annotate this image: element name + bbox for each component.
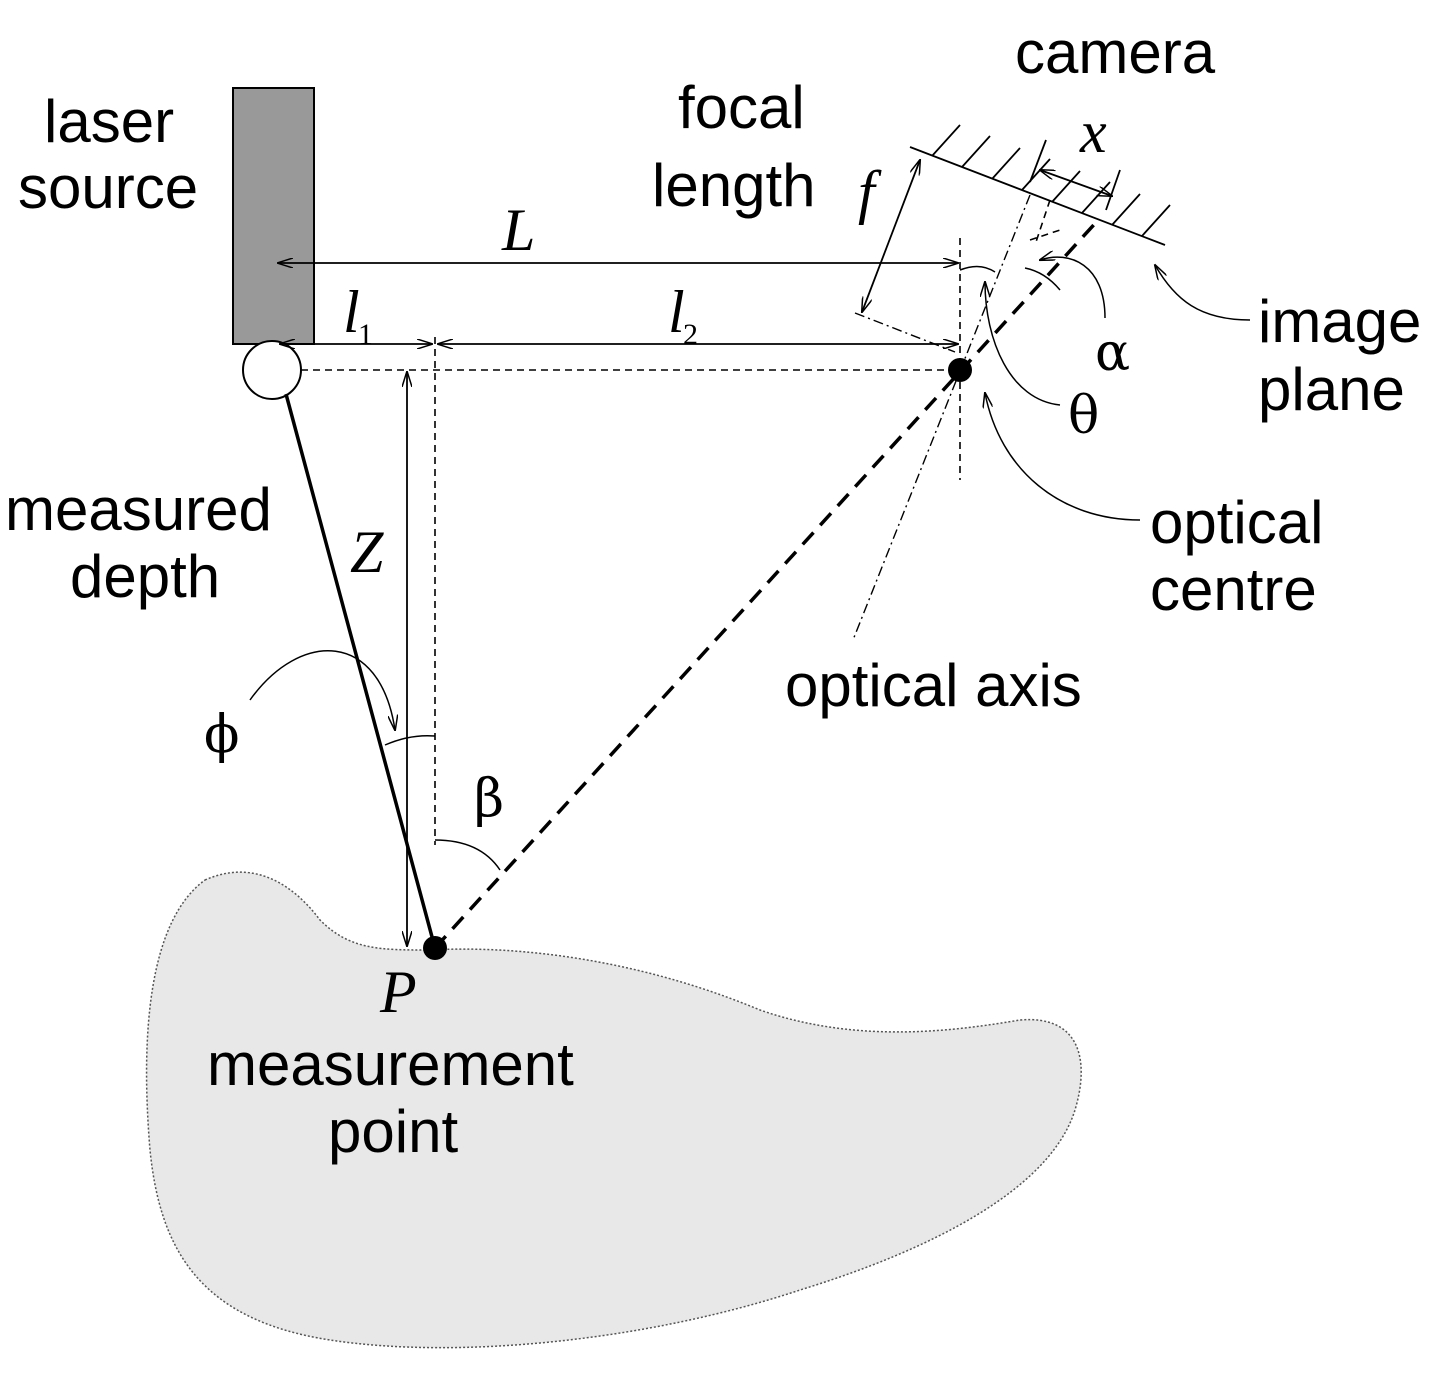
label-optical-axis: optical axis bbox=[785, 652, 1082, 719]
label-source: source bbox=[18, 154, 198, 221]
measured-surface bbox=[145, 871, 1082, 1349]
x-dimension bbox=[1040, 170, 1112, 196]
label-laser: laser bbox=[44, 88, 174, 155]
image-plane-leader bbox=[1155, 265, 1251, 321]
label-optical: optical bbox=[1150, 489, 1323, 556]
symbol-alpha: α bbox=[1095, 323, 1130, 383]
optical-centre-leader bbox=[985, 393, 1141, 521]
laser-beam bbox=[284, 393, 437, 949]
x-tick-left bbox=[1029, 139, 1047, 183]
symbol-f: f bbox=[858, 159, 882, 225]
alpha-leader bbox=[1040, 257, 1106, 319]
label-centre: centre bbox=[1150, 556, 1317, 623]
label-focal: focal bbox=[678, 74, 805, 141]
laser-source-body bbox=[232, 87, 315, 345]
phi-leader bbox=[249, 650, 395, 730]
symbol-l1: l bbox=[343, 279, 360, 345]
optical-centre-dot bbox=[948, 358, 972, 382]
symbol-x: x bbox=[1079, 99, 1107, 165]
laser-emitter bbox=[242, 340, 302, 400]
label-plane: plane bbox=[1258, 356, 1405, 423]
label-camera: camera bbox=[1015, 19, 1216, 86]
symbol-P: P bbox=[379, 959, 417, 1025]
symbol-phi: ϕ bbox=[204, 705, 239, 765]
optical-axis-line bbox=[852, 194, 1031, 641]
symbol-theta: θ bbox=[1068, 386, 1099, 446]
projection-mark-2 bbox=[1029, 229, 1061, 241]
theta-arc bbox=[959, 265, 996, 273]
label-length: length bbox=[652, 152, 815, 219]
symbol-l2-sub: 2 bbox=[683, 318, 698, 351]
phi-arc bbox=[384, 734, 436, 746]
x-tick-right bbox=[1105, 169, 1121, 211]
symbol-l2: l bbox=[668, 279, 685, 345]
label-measurement: measurement bbox=[207, 1031, 574, 1098]
label-image: image bbox=[1258, 288, 1421, 355]
theta-leader bbox=[985, 282, 1061, 406]
symbol-l1-sub: 1 bbox=[358, 318, 373, 351]
symbol-beta: β bbox=[474, 769, 504, 829]
projection-mark bbox=[1034, 199, 1051, 246]
beta-arc bbox=[434, 839, 501, 871]
measurement-point-dot bbox=[423, 936, 447, 960]
label-point: point bbox=[328, 1098, 458, 1165]
symbol-Z: Z bbox=[350, 519, 384, 585]
f-dimension bbox=[862, 160, 920, 312]
label-measured: measured bbox=[5, 476, 272, 543]
f-base-line bbox=[854, 312, 956, 353]
line-of-sight bbox=[433, 216, 1102, 950]
image-plane bbox=[909, 124, 1171, 246]
label-depth: depth bbox=[70, 543, 220, 610]
alpha-arc bbox=[1024, 267, 1061, 291]
symbol-L: L bbox=[501, 197, 535, 263]
